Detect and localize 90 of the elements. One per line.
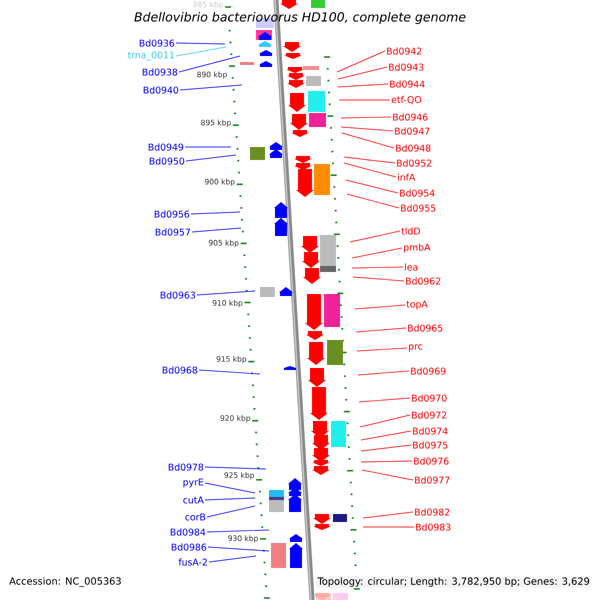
gene-label: fusA-2 — [178, 558, 207, 566]
gene-label: Bd0936 — [140, 39, 174, 47]
gene-label: Bd0955 — [401, 204, 436, 212]
gene-label: corB — [185, 514, 206, 520]
leader-line — [196, 290, 256, 296]
leader-line — [338, 84, 388, 88]
gene-label: Bd0956 — [154, 210, 190, 218]
gene-label: cutA — [183, 496, 204, 504]
leader-line — [360, 430, 412, 440]
gene-label: Bd0938 — [142, 68, 178, 76]
gene-label: Bd0940 — [144, 86, 178, 94]
leader-line — [204, 482, 256, 494]
gene-label: Bd0969 — [411, 367, 446, 375]
leader-line — [208, 556, 256, 562]
gene-label: Bd0948 — [396, 144, 431, 152]
gene-label: Bd0957 — [156, 228, 190, 236]
genome-info-text: Topology: circular; Length: 3,782,950 bp; Genes: 3,629 — [316, 576, 591, 588]
gene-label: Bd0968 — [162, 366, 198, 374]
gene-label: Bd0963 — [160, 291, 196, 299]
leader-line — [184, 146, 232, 148]
leader-line — [352, 266, 404, 268]
leader-line — [204, 466, 266, 470]
genome-title: Bdellovibrio bacteriovorus HD100, complete genome — [134, 12, 466, 24]
leader-line — [198, 370, 260, 374]
gene-label: Bd0952 — [397, 159, 432, 167]
gene-label: infA — [398, 173, 416, 181]
leader-line — [360, 444, 412, 452]
leader-line — [362, 470, 414, 480]
leader-line — [346, 194, 400, 208]
leader-line — [186, 154, 236, 162]
leader-line — [350, 230, 400, 242]
leader-line — [190, 212, 240, 214]
gene-label: etf-QO — [392, 96, 422, 104]
leader-line — [356, 348, 408, 352]
leader-line — [340, 126, 394, 132]
gene-label: trna_0011 — [128, 51, 174, 61]
gene-label: topA — [406, 300, 428, 310]
leader-line — [340, 116, 392, 118]
gene-label: pmbA — [404, 244, 430, 252]
leader-line — [338, 66, 388, 80]
gene-label: Bd0962 — [406, 277, 440, 285]
leader-line — [358, 398, 410, 402]
gene-label: Bd0970 — [412, 394, 447, 402]
gene-label: Bd0975 — [413, 441, 448, 449]
gene-label: tldD — [401, 227, 420, 235]
leader-line — [362, 526, 414, 528]
gene-label: lea — [405, 263, 418, 271]
gene-label: pyrE — [184, 478, 204, 488]
leader-line — [352, 276, 404, 282]
leader-line — [354, 304, 406, 310]
leader-line — [360, 460, 412, 462]
leader-line — [178, 56, 240, 72]
gene-label: Bd0943 — [389, 63, 424, 71]
gene-label: Bd0972 — [412, 411, 446, 419]
gene-label: Bd0947 — [395, 127, 430, 135]
leader-line — [356, 328, 406, 332]
accession-text: Accession: NC_005363 — [9, 577, 121, 587]
gene-label: Bd0942 — [387, 47, 422, 55]
leader-line — [346, 180, 398, 194]
leader-line — [344, 156, 396, 164]
leader-line — [176, 42, 226, 44]
gene-label: Bd0983 — [416, 523, 450, 531]
gene-label: Bd0974 — [413, 427, 448, 435]
leader-line — [358, 370, 410, 376]
leader-line — [204, 498, 256, 500]
leader-line — [176, 46, 226, 56]
gene-label: Bd0977 — [415, 476, 450, 484]
leader-line — [342, 132, 394, 148]
gene-label: Bd0946 — [393, 113, 428, 121]
leader-line — [206, 530, 270, 532]
gene-label: Bd0986 — [172, 543, 206, 551]
gene-label: Bd0976 — [414, 457, 449, 465]
leader-line — [180, 84, 242, 90]
gene-label: Bd0978 — [168, 463, 204, 471]
leader-line — [352, 248, 402, 258]
gene-label: Bd0954 — [400, 189, 435, 197]
leader-line — [362, 512, 414, 518]
gene-label: Bd0944 — [390, 80, 425, 88]
leader-line — [336, 50, 386, 72]
leader-line — [360, 414, 410, 428]
gene-label: Bd0950 — [150, 157, 184, 165]
leader-line — [344, 162, 396, 178]
gene-label: Bd0984 — [170, 528, 206, 536]
gene-label: prc — [409, 344, 422, 352]
gene-label: Bd0965 — [408, 324, 442, 332]
leader-line — [206, 506, 256, 518]
gene-label: Bd0982 — [415, 508, 450, 516]
gene-label: Bd0949 — [148, 143, 184, 151]
leader-line — [208, 546, 270, 552]
leader-line — [192, 228, 242, 232]
